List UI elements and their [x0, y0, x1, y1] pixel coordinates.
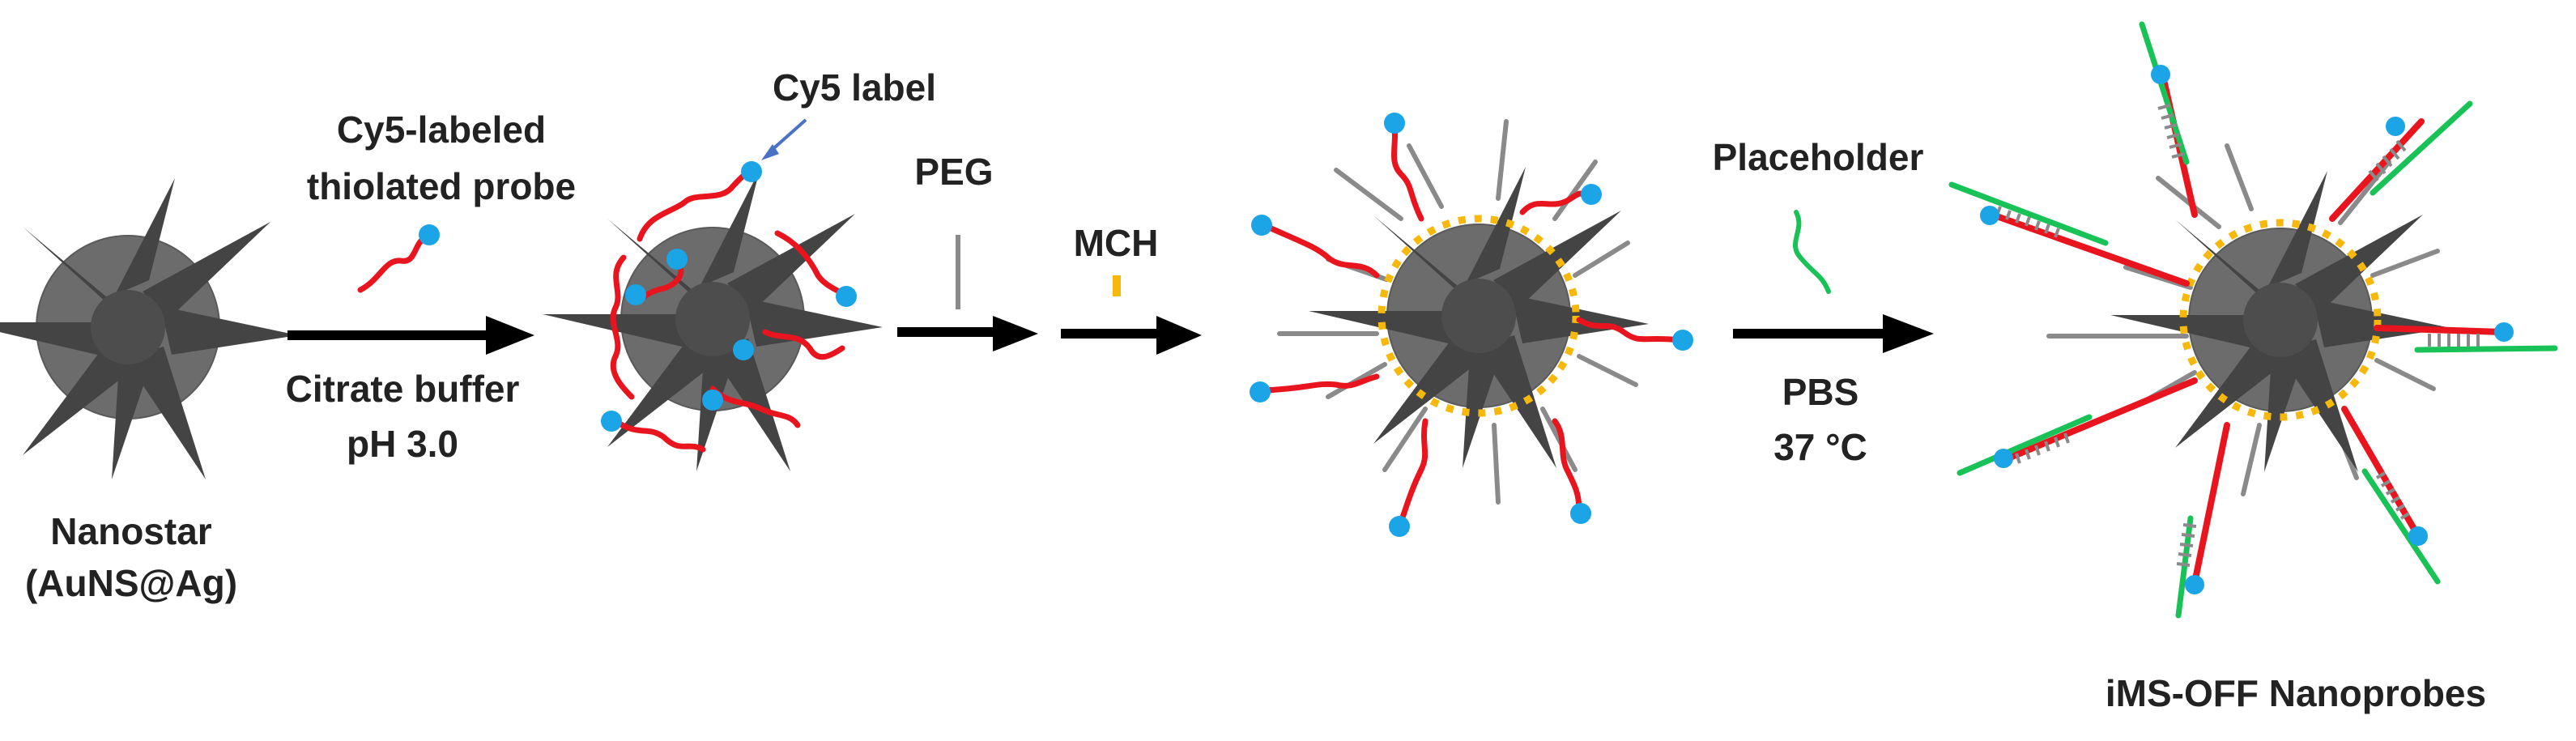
product-label: iMS-OFF Nanoprobes [2106, 672, 2486, 714]
cy5-label: Cy5 label [773, 66, 936, 109]
ims-off-nanoprobe [1948, 21, 2558, 619]
arrow-1 [287, 316, 534, 355]
temperature-label: 37 °C [1773, 426, 1867, 468]
arrow-4 [1733, 314, 1934, 353]
nanostar-probe-adsorbed [542, 161, 884, 472]
buffer-label-line1: Citrate buffer [286, 368, 520, 410]
peg-label: PEG [914, 151, 993, 193]
nanostar-sublabel: (AuNS@Ag) [25, 562, 237, 604]
mch-icon [1113, 275, 1121, 296]
probe-icon [357, 224, 440, 293]
arrow-3 [1061, 316, 1202, 355]
nanostar-functionalized [1250, 113, 1693, 537]
probe-label-line2: thiolated probe [307, 165, 576, 207]
nanostar-label: Nanostar [50, 510, 211, 552]
pbs-label: PBS [1782, 371, 1859, 413]
cy5-pointer-arrow [761, 118, 807, 160]
mch-label: MCH [1074, 222, 1159, 264]
buffer-label-line2: pH 3.0 [347, 423, 458, 465]
placeholder-icon [1792, 210, 1831, 294]
placeholder-label: Placeholder [1713, 136, 1924, 178]
probe-label-line1: Cy5-labeled [337, 109, 546, 151]
arrow-2 [897, 316, 1038, 351]
nanostar-bare [0, 177, 299, 480]
